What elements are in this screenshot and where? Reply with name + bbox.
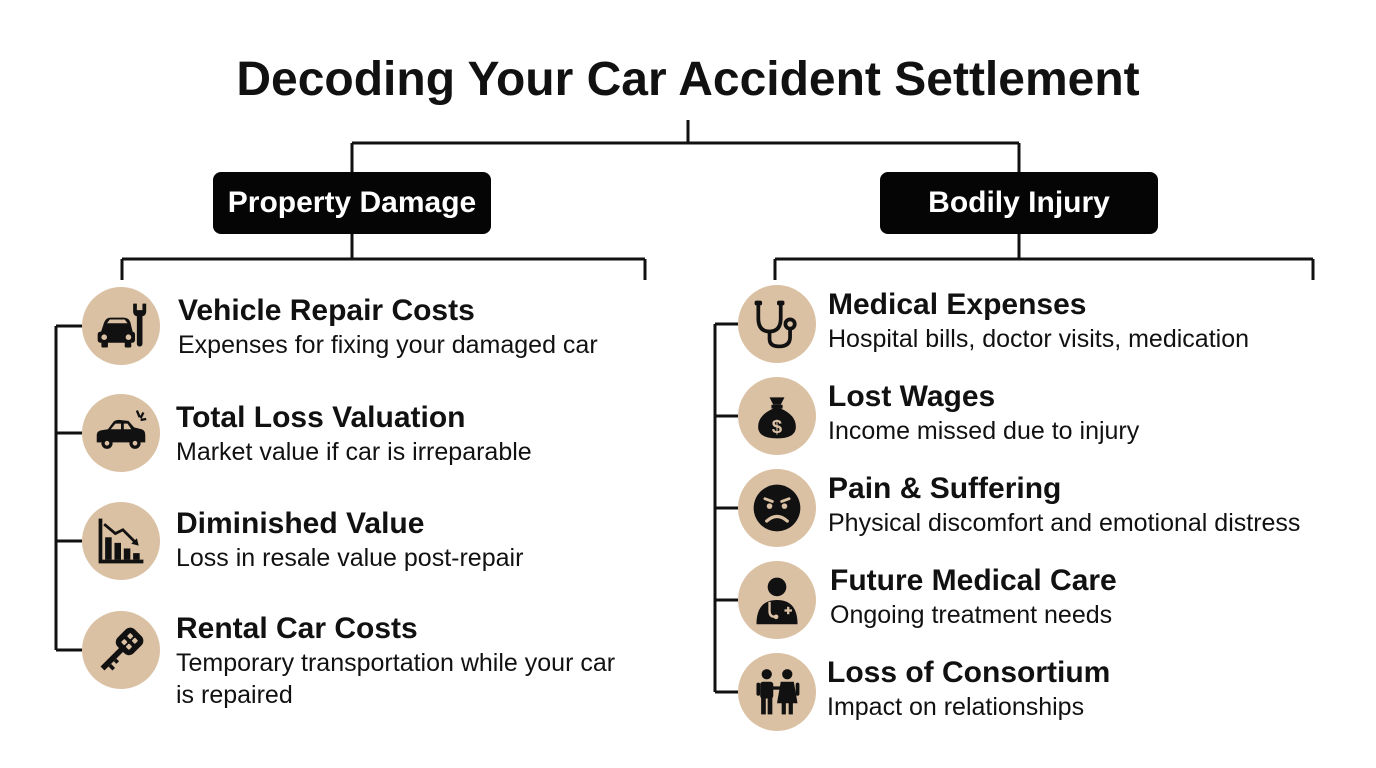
item-title: Total Loss Valuation [176,401,466,434]
sad-face-icon [738,469,816,547]
doctor-icon [738,561,816,639]
item-title: Vehicle Repair Costs [178,294,475,327]
item-title: Diminished Value [176,507,425,540]
item-desc: Impact on relationships [827,693,1085,721]
item-desc: Expenses for fixing your damaged car [178,331,598,359]
item-title: Future Medical Care [830,564,1117,597]
crashed-car-icon [82,394,160,472]
item-desc: Temporary transportation while your car … [176,649,616,709]
item-title: Medical Expenses [828,288,1087,321]
car-key-icon [82,611,160,689]
car-wrench-icon [82,287,160,365]
category-property-damage: Property Damage [213,172,491,234]
item-desc: Ongoing treatment needs [830,601,1113,629]
declining-chart-icon [82,502,160,580]
item-desc: Loss in resale value post-repair [176,544,524,572]
item-desc: Physical discomfort and emotional distre… [828,509,1301,537]
item-desc: Hospital bills, doctor visits, medicatio… [828,325,1249,353]
money-bag-icon: $ [738,377,816,455]
couple-icon [738,653,816,731]
svg-text:$: $ [772,416,783,437]
page-title: Decoding Your Car Accident Settlement [236,53,1140,106]
item-desc: Income missed due to injury [828,417,1140,445]
item-title: Pain & Suffering [828,472,1062,505]
item-title: Rental Car Costs [176,612,418,645]
category-bodily-injury: Bodily Injury [880,172,1158,234]
item-title: Lost Wages [828,380,996,413]
item-title: Loss of Consortium [827,656,1111,689]
item-desc: Market value if car is irreparable [176,438,532,466]
stethoscope-icon [738,285,816,363]
